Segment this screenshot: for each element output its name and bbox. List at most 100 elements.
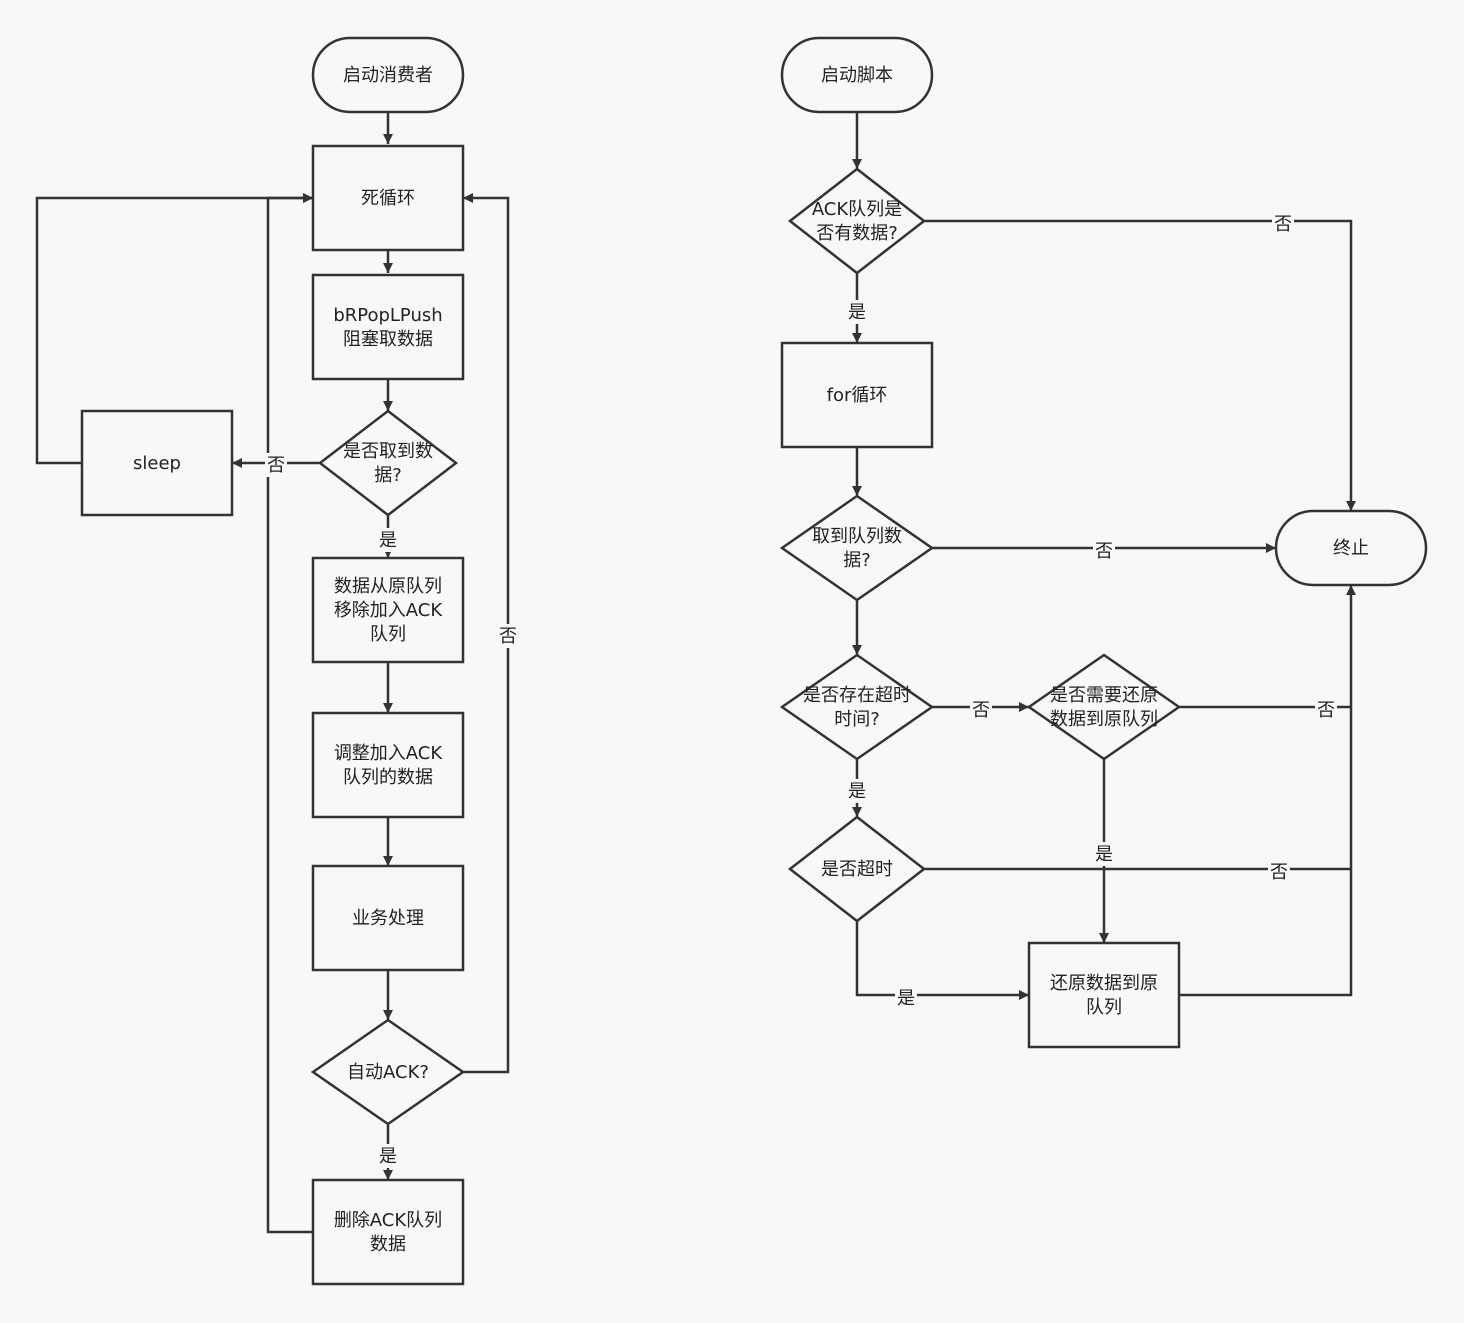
edge-label-text: 是 [379,1146,397,1167]
node-shape [317,409,459,517]
edge-label-bg [846,300,868,324]
edge-label-text: 否 [1270,862,1288,883]
edge-label-bg [895,986,917,1010]
edge-label-text: 否 [1095,541,1113,562]
node-label: 时间? [834,709,880,730]
edge-label-e20: 否 [1315,698,1337,722]
edge-label-e11: 是 [377,1144,399,1168]
node-shape [311,1178,465,1286]
node-shape [780,36,934,114]
node-label: 取到队列数 [812,526,902,547]
edge-label-e17: 否 [1093,539,1115,563]
edge-label-e19: 否 [970,698,992,722]
edge-label-e4: 否 [265,453,287,477]
edge-label-text: 是 [848,781,866,802]
edge-label-bg [846,779,868,803]
node-label: 移除加入ACK [334,600,444,621]
node-label: 是否超时 [821,859,893,880]
node-shape [787,815,927,923]
edge-delete-ack-to-dead-loop [266,193,313,1234]
edge-labels-layer: 否是否是否是否否否是是否是 [265,212,1337,1168]
node-start-script: 启动脚本 [780,36,934,114]
node-for-loop: for循环 [780,341,934,449]
node-label: 还原数据到原 [1050,973,1158,994]
node-label: 死循环 [361,188,415,209]
edge-label-e23: 否 [1268,860,1290,884]
edge-sleep-to-dead-loop [35,193,313,465]
node-adjust-ack: 调整加入ACK 队列的数据 [311,711,465,819]
node-shape [311,273,465,381]
edge-label-bg [1093,539,1115,563]
node-shape [310,1018,466,1126]
node-dead-loop: 死循环 [311,144,465,252]
edge-label-bg [1268,860,1290,884]
node-label: 队列的数据 [343,767,433,788]
node-shape [311,711,465,819]
edge-label-bg [1093,842,1115,866]
node-label: 据? [374,465,402,486]
edge-label-text: 是 [848,302,866,323]
node-shape [311,864,465,972]
node-shape [311,556,465,664]
edge-label-bg [377,528,399,552]
node-label: sleep [133,453,181,474]
node-label: 队列 [370,624,406,645]
node-shape [1027,941,1181,1049]
node-business: 业务处理 [311,864,465,972]
node-shape [1026,653,1182,761]
node-label: 删除ACK队列 [334,1210,442,1231]
node-label: 数据到原队列 [1050,709,1158,730]
node-label: 调整加入ACK [334,743,444,764]
node-label: 是否取到数 [343,441,433,462]
edge-label-e14: 否 [1272,212,1294,236]
node-shape [80,409,234,517]
node-label: 是否需要还原 [1050,685,1158,706]
edge-label-text: 否 [1274,214,1292,235]
edge-label-text: 是 [379,530,397,551]
edge-label-e10: 否 [497,624,519,648]
edge-label-text: 否 [499,626,517,647]
edge-label-bg [497,624,519,648]
node-label: 数据 [370,1234,406,1255]
edge-label-e15: 是 [846,300,868,324]
node-is-timeout: 是否超时 [787,815,927,923]
edge-label-text: 否 [972,700,990,721]
node-shape [311,144,465,252]
edge-label-bg [970,698,992,722]
edge-label-bg [1315,698,1337,722]
edge-restore-to-terminate [1179,585,1356,997]
node-shape [780,341,934,449]
node-label: for循环 [827,385,888,406]
node-label: 自动ACK? [347,1062,429,1083]
node-label: ACK队列是 [812,199,902,220]
node-label: 终止 [1333,538,1369,559]
edge-label-text: 是 [1095,844,1113,865]
node-label: 阻塞取数据 [343,329,433,350]
edge-label-text: 否 [1317,700,1335,721]
edge-label-bg [265,453,287,477]
node-start-consumer: 启动消费者 [311,36,465,114]
node-sleep: sleep [80,409,234,517]
node-label: 否有数据? [816,223,898,244]
node-shape [787,167,927,275]
node-label: 业务处理 [352,908,424,929]
edge-label-bg [1272,212,1294,236]
edge-label-e24: 是 [895,986,917,1010]
node-shape [311,36,465,114]
edge-label-e21: 是 [846,779,868,803]
node-label: 是否存在超时 [803,685,911,706]
node-label: 据? [843,550,871,571]
node-label: 数据从原队列 [334,576,442,597]
edge-label-bg [377,1144,399,1168]
